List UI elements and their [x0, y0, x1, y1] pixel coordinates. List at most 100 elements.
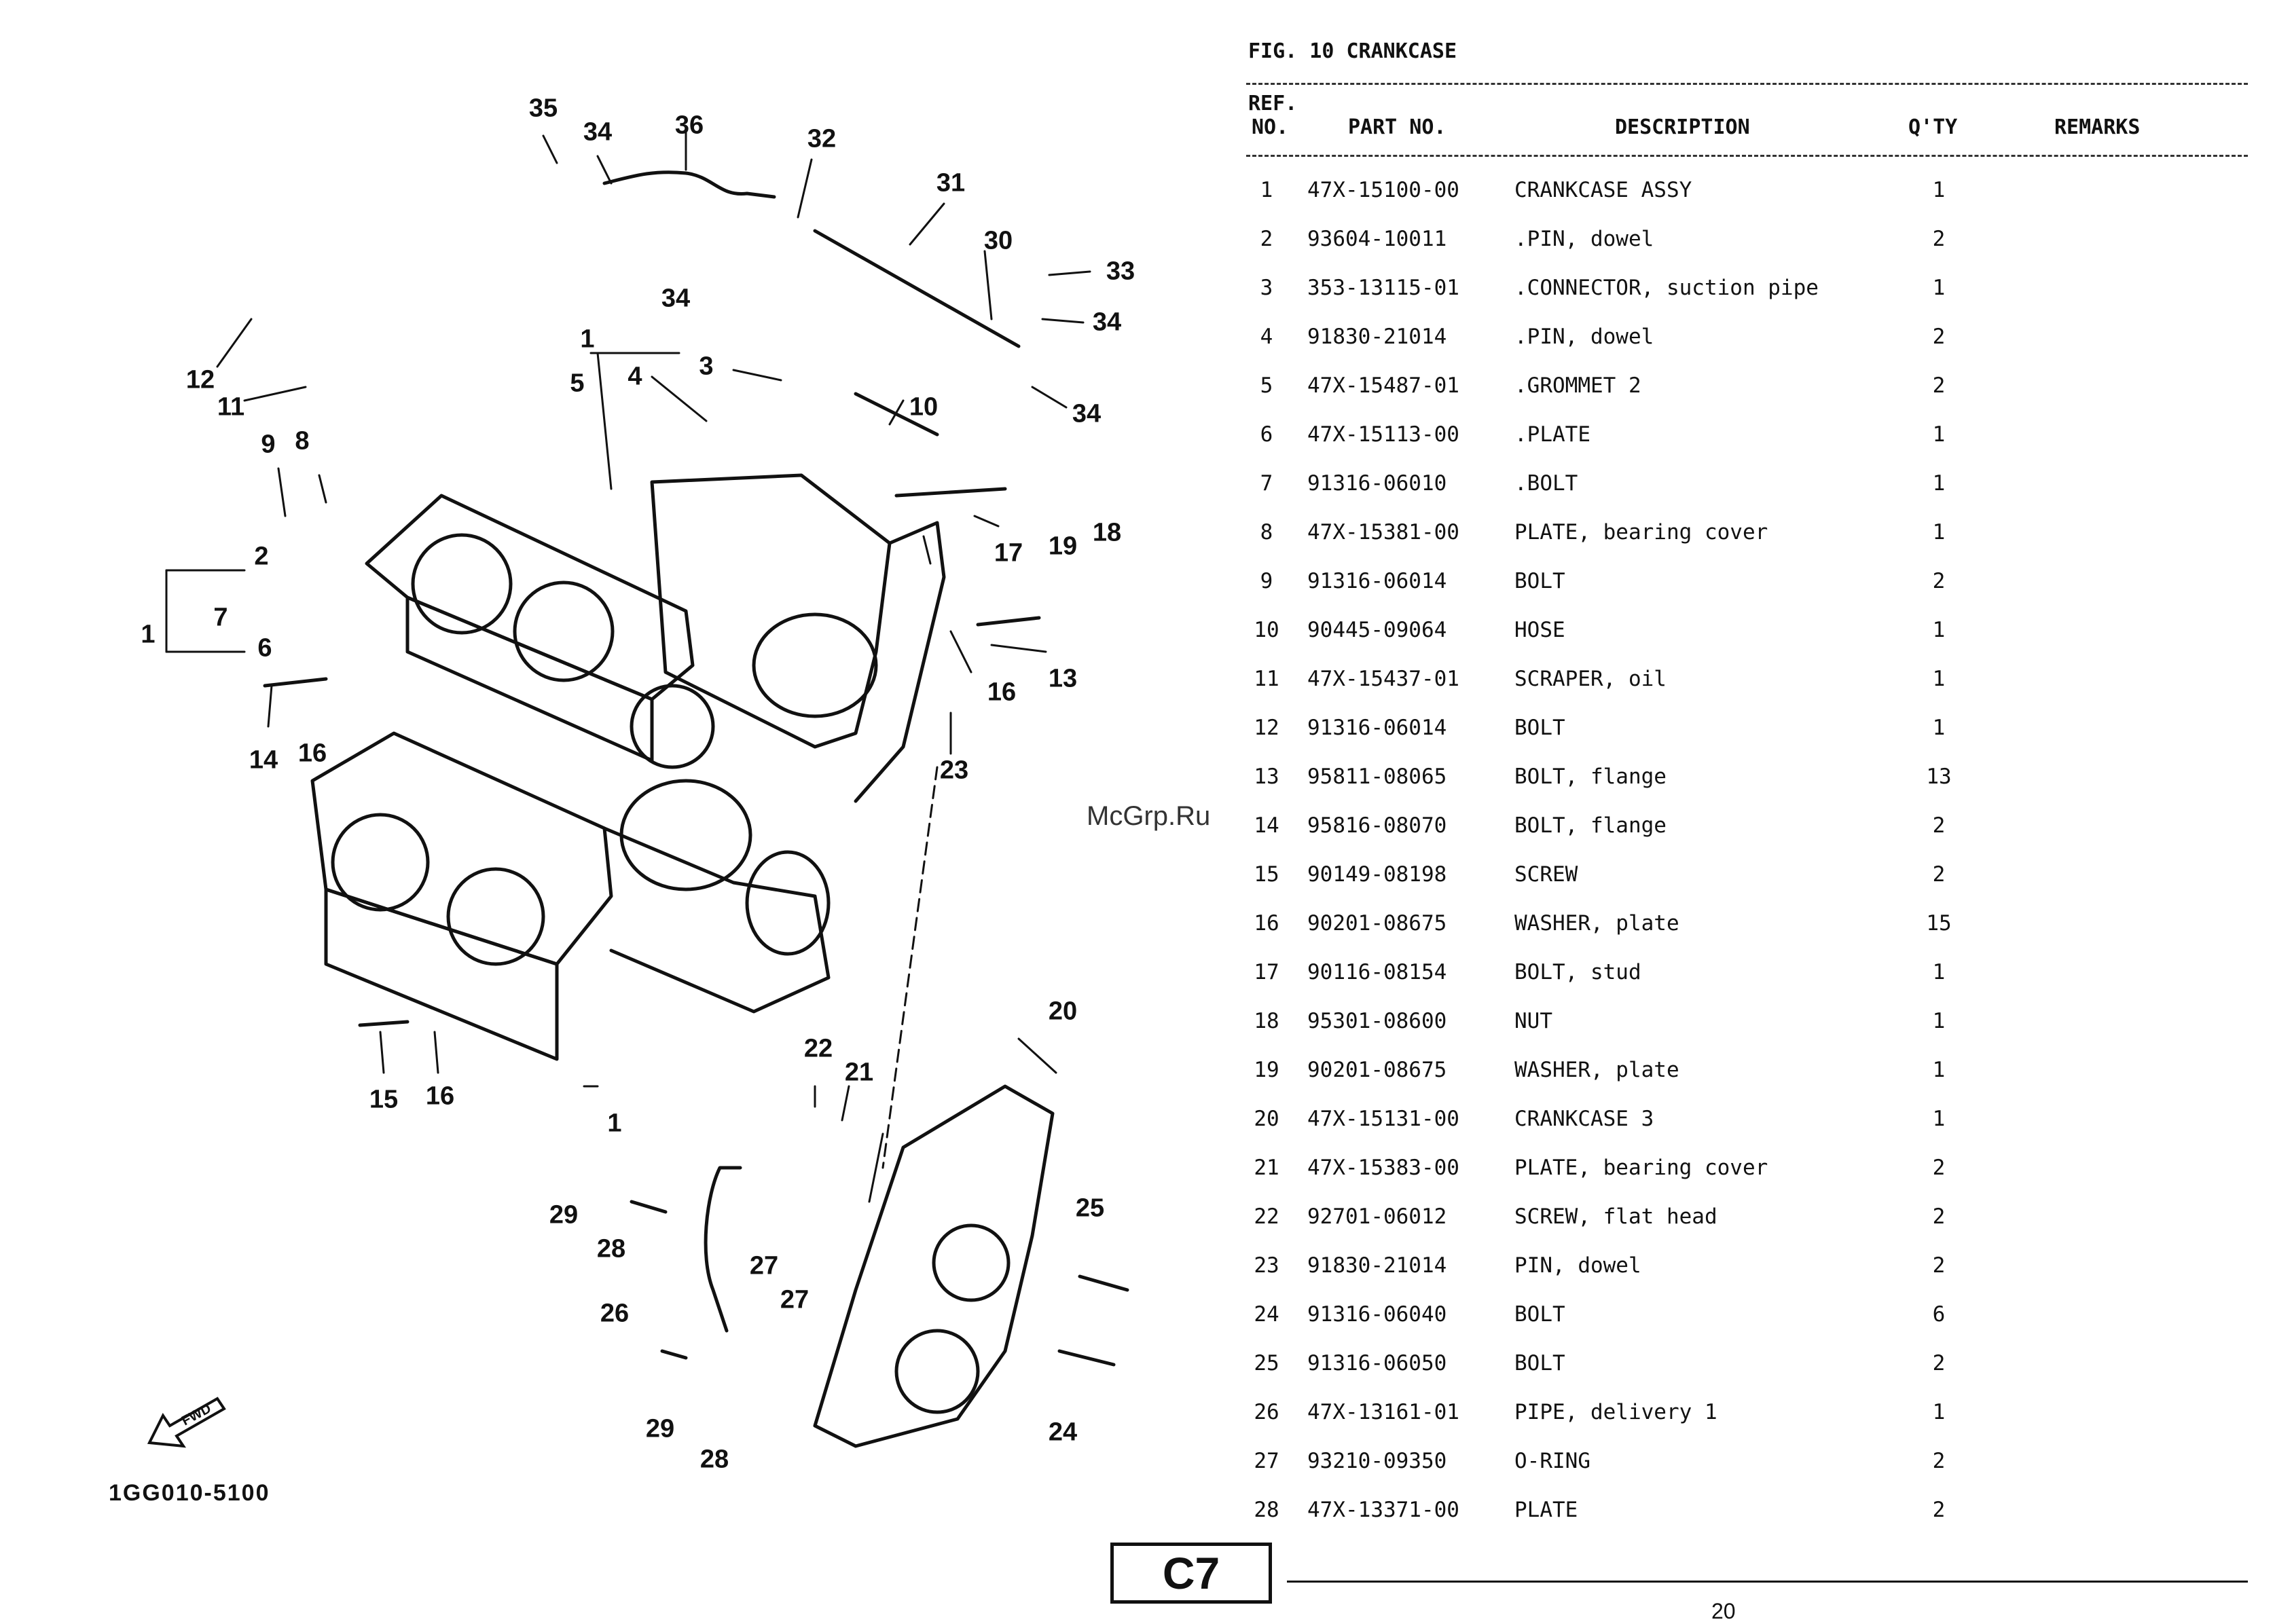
table-row: 4 91830-21014 .PIN, dowel 2: [1246, 325, 2248, 373]
callout-23: 23: [939, 756, 969, 785]
figure-title: FIG. 10 CRANKCASE: [1248, 39, 1457, 63]
header-description: DESCRIPTION: [1615, 115, 1750, 139]
ref-no: 5: [1260, 373, 1273, 398]
ref-no: 11: [1254, 667, 1279, 691]
callout-33: 33: [1106, 257, 1135, 286]
description: NUT: [1514, 1009, 1552, 1033]
quantity: 1: [1932, 422, 1946, 447]
callout-3: 3: [699, 352, 714, 381]
description: .PLATE: [1514, 422, 1590, 447]
callout-19: 19: [1048, 532, 1078, 561]
diagram-code: 1GG010-5100: [109, 1480, 270, 1506]
table-row: 22 92701-06012 SCREW, flat head 2: [1246, 1204, 2248, 1253]
ref-no: 3: [1260, 276, 1273, 300]
callout-20: 20: [1048, 997, 1078, 1026]
part-no: 91316-06040: [1307, 1302, 1447, 1327]
callout-21: 21: [844, 1058, 874, 1087]
description: O-RING: [1514, 1449, 1590, 1473]
quantity: 2: [1932, 1156, 1946, 1180]
callout-9: 9: [261, 430, 276, 459]
quantity: 1: [1932, 471, 1946, 496]
quantity: 13: [1926, 764, 1952, 789]
part-no: 90445-09064: [1307, 618, 1447, 642]
quantity: 1: [1932, 178, 1946, 202]
table-row: 27 93210-09350 O-RING 2: [1246, 1449, 2248, 1498]
callout-36: 36: [674, 111, 704, 140]
ref-no: 13: [1254, 764, 1279, 789]
table-row: 21 47X-15383-00 PLATE, bearing cover 2: [1246, 1156, 2248, 1204]
quantity: 2: [1932, 1498, 1946, 1522]
table-row: 3 353-13115-01 .CONNECTOR, suction pipe …: [1246, 276, 2248, 325]
callout-27-top: 27: [749, 1251, 779, 1280]
quantity: 2: [1932, 1253, 1946, 1278]
ref-no: 28: [1254, 1498, 1279, 1522]
description: .BOLT: [1514, 471, 1578, 496]
table-row: 11 47X-15437-01 SCRAPER, oil 1: [1246, 667, 2248, 716]
callout-28-top: 28: [596, 1234, 626, 1263]
description: PLATE, bearing cover: [1514, 520, 1768, 545]
quantity: 1: [1932, 1400, 1946, 1424]
quantity: 2: [1932, 1351, 1946, 1376]
part-no: 90149-08198: [1307, 862, 1447, 887]
part-no: 95301-08600: [1307, 1009, 1447, 1033]
part-no: 91316-06014: [1307, 569, 1447, 593]
part-no: 47X-13371-00: [1307, 1498, 1459, 1522]
callout-34d: 34: [1072, 399, 1102, 428]
header-ref-bottom: NO.: [1252, 115, 1289, 139]
quantity: 6: [1932, 1302, 1946, 1327]
ref-no: 20: [1254, 1107, 1279, 1131]
table-row: 8 47X-15381-00 PLATE, bearing cover 1: [1246, 520, 2248, 569]
exploded-diagram: 35 34 36 32 31 30 33 34 34 34 12 11 1 4 …: [109, 94, 1135, 1507]
description: CRANKCASE ASSY: [1514, 178, 1692, 202]
callout-1-top: 1: [580, 325, 595, 354]
table-row: 19 90201-08675 WASHER, plate 1: [1246, 1058, 2248, 1107]
part-no: 91830-21014: [1307, 1253, 1447, 1278]
callout-2: 2: [254, 542, 269, 571]
callout-26: 26: [600, 1299, 630, 1328]
part-no: 47X-15383-00: [1307, 1156, 1459, 1180]
ref-no: 21: [1254, 1156, 1279, 1180]
table-row: 2 93604-10011 .PIN, dowel 2: [1246, 227, 2248, 276]
header-qty: Q'TY: [1908, 115, 1958, 139]
callout-17: 17: [994, 538, 1023, 568]
bottom-rule: [1287, 1581, 2248, 1583]
quantity: 2: [1932, 862, 1946, 887]
part-no: 91316-06050: [1307, 1351, 1447, 1376]
part-no: 90201-08675: [1307, 911, 1447, 936]
quantity: 1: [1932, 716, 1946, 740]
description: BOLT: [1514, 1351, 1565, 1376]
part-no: 92701-06012: [1307, 1204, 1447, 1229]
callout-34c: 34: [1092, 308, 1122, 337]
table-row: 26 47X-13161-01 PIPE, delivery 1 1: [1246, 1400, 2248, 1449]
ref-no: 15: [1254, 862, 1279, 887]
header-remarks: REMARKS: [2054, 115, 2141, 139]
ref-no: 7: [1260, 471, 1273, 496]
part-no: 95811-08065: [1307, 764, 1447, 789]
table-row: 9 91316-06014 BOLT 2: [1246, 569, 2248, 618]
table-row: 16 90201-08675 WASHER, plate 15: [1246, 911, 2248, 960]
table-row: 25 91316-06050 BOLT 2: [1246, 1351, 2248, 1400]
quantity: 1: [1932, 960, 1946, 984]
callout-7: 7: [213, 603, 228, 632]
ref-no: 6: [1260, 422, 1273, 447]
callout-24: 24: [1048, 1418, 1078, 1447]
page-number: 20: [1711, 1599, 1736, 1623]
description: BOLT: [1514, 569, 1565, 593]
section-code: C7: [1110, 1543, 1272, 1604]
part-no: 47X-15113-00: [1307, 422, 1459, 447]
watermark: McGrp.Ru: [1087, 801, 1211, 831]
quantity: 1: [1932, 520, 1946, 545]
quantity: 1: [1932, 667, 1946, 691]
callout-31: 31: [936, 168, 966, 198]
table-row: 28 47X-13371-00 PLATE 2: [1246, 1498, 2248, 1547]
ref-no: 25: [1254, 1351, 1279, 1376]
callout-14: 14: [249, 745, 278, 775]
table-row: 5 47X-15487-01 .GROMMET 2 2: [1246, 373, 2248, 422]
callout-13: 13: [1048, 664, 1078, 693]
part-no: 91316-06014: [1307, 716, 1447, 740]
callout-8: 8: [295, 426, 310, 456]
quantity: 1: [1932, 1009, 1946, 1033]
callout-1-bottom: 1: [607, 1109, 622, 1138]
quantity: 2: [1932, 813, 1946, 838]
table-row: 12 91316-06014 BOLT 1: [1246, 716, 2248, 764]
